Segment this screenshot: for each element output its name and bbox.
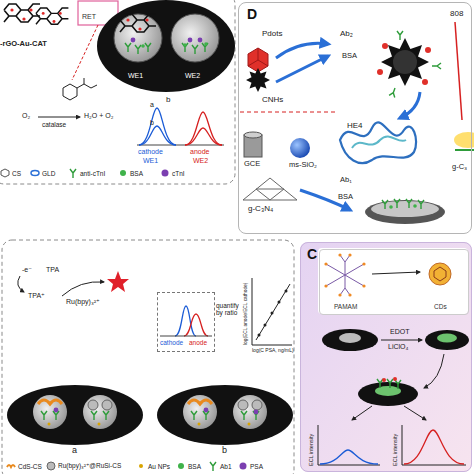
- legend-text: CdS-CS: [18, 463, 42, 470]
- legend-entry: GLD: [30, 168, 55, 178]
- legend-icon: [120, 170, 126, 176]
- legend-icon: [178, 463, 184, 469]
- annotation-label: a: [72, 446, 77, 456]
- annotation-label: Ab₂: [340, 30, 353, 39]
- annotation-label: -rGO-Au-CAT: [0, 40, 47, 48]
- annotation-label: O₂: [22, 112, 30, 120]
- legend-swatch: [30, 168, 40, 178]
- legend-text: PSA: [250, 463, 263, 470]
- legend-text: BSA: [188, 463, 201, 470]
- annotation-label: LiClO₄: [388, 343, 408, 351]
- annotation-label: WE1: [128, 72, 143, 80]
- annotation-label: catalase: [42, 121, 66, 128]
- annotation-label: GCE: [244, 160, 260, 168]
- legend-icon: [210, 462, 216, 471]
- material-box: PAMAM CDs: [319, 249, 469, 315]
- legend-entry: Au NPs: [136, 461, 170, 471]
- axis-label: log(ECL anode/ECL cathode): [243, 283, 248, 345]
- annotation-label: EDOT: [390, 328, 409, 336]
- node-text: CDs: [434, 303, 447, 310]
- annotation-label: H₂O + O₂: [84, 112, 113, 120]
- annotation-label: b: [166, 96, 170, 105]
- legend-swatch: [46, 461, 56, 471]
- legend-icon: [7, 465, 15, 467]
- legend-swatch: [238, 461, 248, 471]
- node-text: D: [247, 7, 257, 22]
- legend-icon: [139, 464, 143, 468]
- legend-entry: cTnI: [160, 168, 185, 178]
- legend-text: cTnI: [172, 170, 185, 177]
- annotation-label: WE1: [143, 157, 158, 165]
- legend-entry: anti-cTnI: [68, 168, 105, 178]
- legend-entry: Ab1: [208, 461, 232, 471]
- legend-swatch: [208, 461, 218, 471]
- panel-d-artwork: [238, 2, 474, 234]
- annotation-label: b: [150, 119, 154, 127]
- legend-text: GLD: [42, 170, 55, 177]
- legend-icon: [240, 463, 247, 470]
- annotation-label: anode: [190, 148, 209, 156]
- legend-swatch: [6, 461, 16, 471]
- annotation-label: WE2: [185, 72, 200, 80]
- annotation-label: ms-SiO₂: [289, 161, 317, 169]
- annotation-label: TPA: [46, 266, 59, 274]
- node-text: anode: [189, 339, 207, 346]
- annotation-label: CNHs: [262, 96, 283, 105]
- annotation-label: b: [222, 446, 227, 456]
- annotation-label: Ru(bpy)₃²⁺: [66, 298, 100, 306]
- annotation-label: log(C PSA, ng/mL): [252, 348, 294, 354]
- legend-swatch: [68, 168, 78, 178]
- legend-text: Ru(bpy)₃²⁺@RuSi-CS: [58, 462, 121, 470]
- annotation-label: TPA⁺: [28, 292, 45, 300]
- panel-b-artwork: [2, 240, 294, 474]
- annotation-label: Ab₁: [340, 176, 352, 184]
- legend-swatch: [118, 168, 128, 178]
- legend-swatch: [0, 168, 10, 178]
- legend-text: BSA: [130, 170, 143, 177]
- annotation-label: HE4: [347, 122, 363, 131]
- annotation-label: a: [150, 101, 154, 109]
- legend-text: Au NPs: [148, 463, 170, 470]
- node-text: C: [307, 247, 317, 262]
- legend-entry: BSA: [118, 168, 143, 178]
- legend-entry: PSA: [238, 461, 263, 471]
- annotation-label: g-C₃N₄: [248, 205, 273, 214]
- legend-icon: [1, 169, 9, 177]
- inset-box: cathode anode: [157, 292, 215, 352]
- annotation-label: 808: [450, 10, 463, 19]
- annotation-label: RET: [82, 13, 96, 21]
- annotation-label: cathode: [138, 148, 163, 156]
- axis-label: ECL intensity: [308, 434, 314, 466]
- legend-entry: CS: [0, 168, 21, 178]
- legend-entry: CdS-CS: [6, 461, 42, 471]
- node-text: cathode: [160, 339, 183, 346]
- node-text: PAMAM: [334, 303, 357, 310]
- annotation-label: WE2: [193, 157, 208, 165]
- legend-swatch: [160, 168, 170, 178]
- annotation-label: quantify by ratio: [216, 302, 241, 316]
- axis-label: ECL intensity: [392, 434, 398, 466]
- panel-c-artwork: [300, 242, 472, 472]
- annotation-label: Pdots: [262, 30, 282, 39]
- legend-text: anti-cTnI: [80, 170, 105, 177]
- legend-icon: [31, 171, 39, 176]
- legend-swatch: [176, 461, 186, 471]
- legend-icon: [162, 170, 169, 177]
- panel-a-artwork: [0, 0, 235, 184]
- annotation-label: g-C₃: [452, 163, 467, 171]
- annotation-label: BSA: [338, 193, 353, 201]
- legend-icon: [47, 462, 55, 470]
- panel-box: C PAMAM CDs: [300, 242, 472, 472]
- legend-swatch: [136, 461, 146, 471]
- legend-text: CS: [12, 170, 21, 177]
- legend-entry: Ru(bpy)₃²⁺@RuSi-CS: [46, 461, 121, 471]
- legend-entry: BSA: [176, 461, 201, 471]
- annotation-label: BSA: [342, 52, 357, 60]
- legend-icon: [70, 169, 76, 178]
- annotation-label: -e⁻: [22, 266, 32, 274]
- legend-text: Ab1: [220, 463, 232, 470]
